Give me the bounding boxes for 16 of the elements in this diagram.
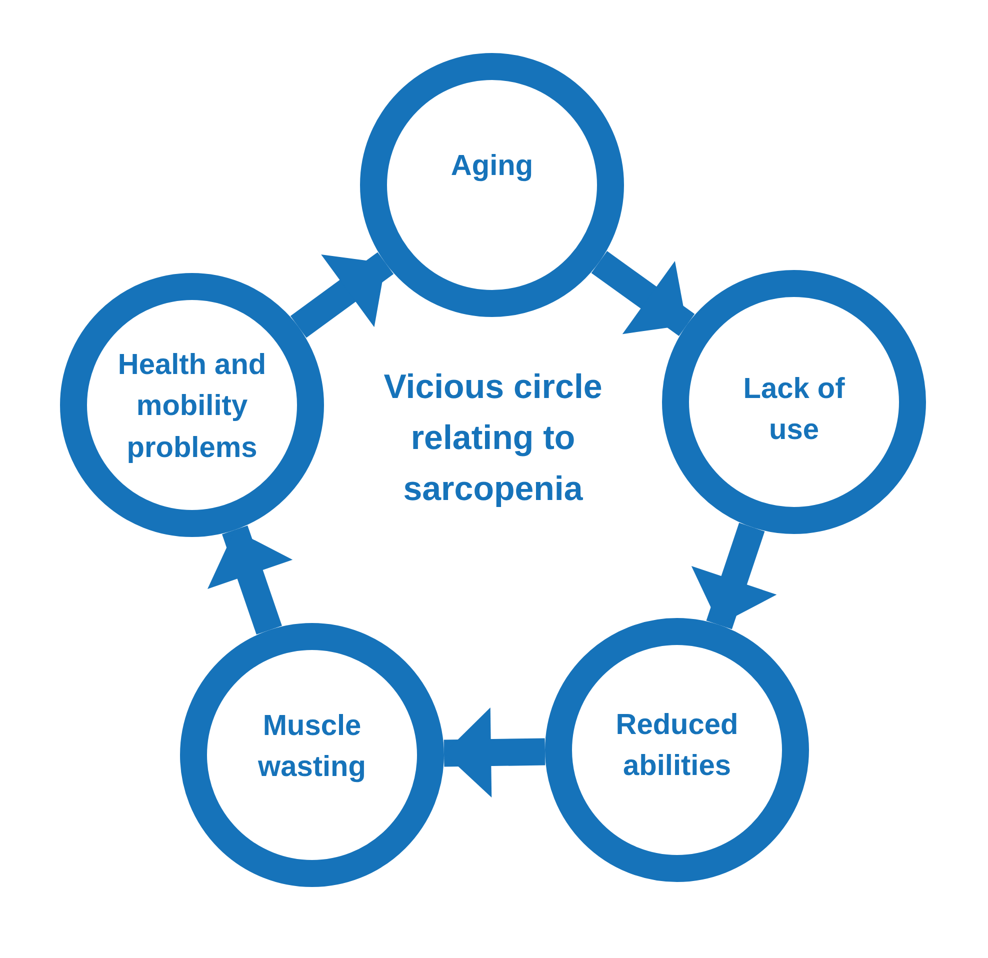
stage-label: Health and mobility problems [116, 348, 268, 466]
stage-label: Reduced abilities [614, 708, 740, 784]
stage-circle [545, 618, 809, 882]
stage-label: Muscle wasting [257, 708, 367, 785]
arrow [444, 708, 546, 798]
arrow [208, 526, 293, 634]
stage-label: Aging [450, 149, 534, 184]
stage-circle [180, 623, 444, 887]
arrow [691, 522, 777, 630]
stage-circle [662, 270, 926, 534]
stage-label: Lack of use [742, 372, 846, 448]
arrow [290, 252, 394, 338]
stage-circle [360, 53, 624, 317]
stage-circle [60, 273, 324, 537]
arrow [591, 251, 695, 336]
diagram-title: Vicious circle relating to sarcopenia [382, 367, 604, 510]
